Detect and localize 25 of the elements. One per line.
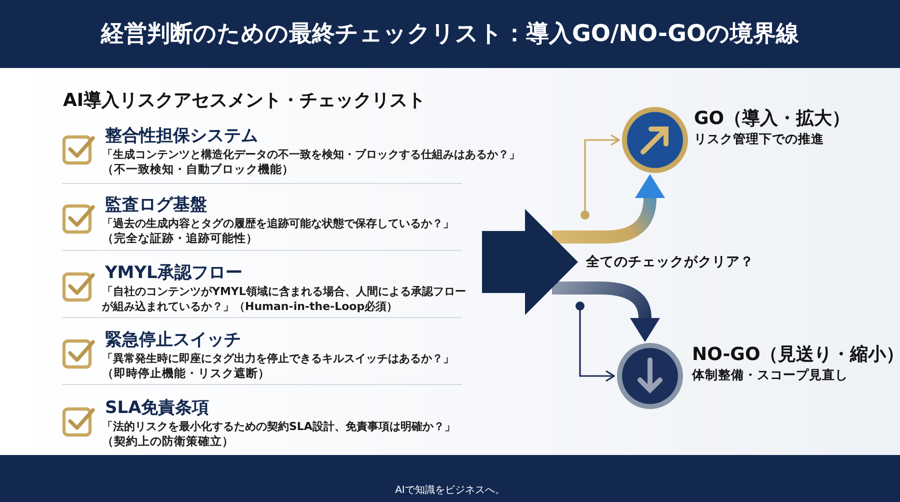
outcome-heading: GO（導入・拡大） <box>694 107 850 130</box>
outcome-heading: NO-GO（見送り・縮小） <box>692 343 900 366</box>
item-question: 「自社のコンテンツがYMYL領域に含まれる場合、人間による承認フローが組み込まれているか？」（Human-in-the-Loop必須） <box>102 284 467 314</box>
decision-question: 全てのチェックがクリア？ <box>586 253 754 271</box>
item-question: 「過去の生成内容とタグの履歴を追跡可能な状態で保存しているか？」 <box>102 216 454 231</box>
item-question: 「生成コンテンツと構造化データの不一致を検知・ブロックする仕組みはあるか？」 <box>102 147 520 162</box>
item-question: 「法的リスクを最小化するための契約SLA設計、免責事項は明確か？」 <box>102 419 456 434</box>
outcome-description: リスク管理下での推進 <box>694 131 824 148</box>
item-note: （契約上の防衛策確立） <box>102 434 234 449</box>
item-title: 緊急停止スイッチ <box>105 329 241 351</box>
item-title: 監査ログ基盤 <box>105 194 207 216</box>
pointer-arrow <box>576 302 615 382</box>
item-title: YMYL承認フロー <box>105 262 242 284</box>
title: 経営判断のための最終チェックリスト：導入GO/NO-GOの境界線 <box>100 20 800 49</box>
item-note: （即時停止機能・リスク遮断） <box>102 366 270 381</box>
pointer-arrow <box>580 134 620 220</box>
checklist-heading: AI導入リスクアセスメント・チェックリスト <box>63 89 426 112</box>
item-question: 「異常発生時に即座にタグ出力を停止できるキルスイッチはあるか？」 <box>102 351 454 366</box>
curved-arrow <box>552 174 665 244</box>
outcome-description: 体制整備・スコープ見直し <box>692 367 848 384</box>
item-note: （不一致検知・自動ブロック機能） <box>102 162 294 177</box>
tagline: AIで知識をビジネスへ。 <box>394 484 506 497</box>
item-title: 整合性担保システム <box>105 125 258 147</box>
item-note: （完全な証跡・追跡可能性） <box>102 231 258 246</box>
item-title: SLA免責条項 <box>105 397 210 419</box>
